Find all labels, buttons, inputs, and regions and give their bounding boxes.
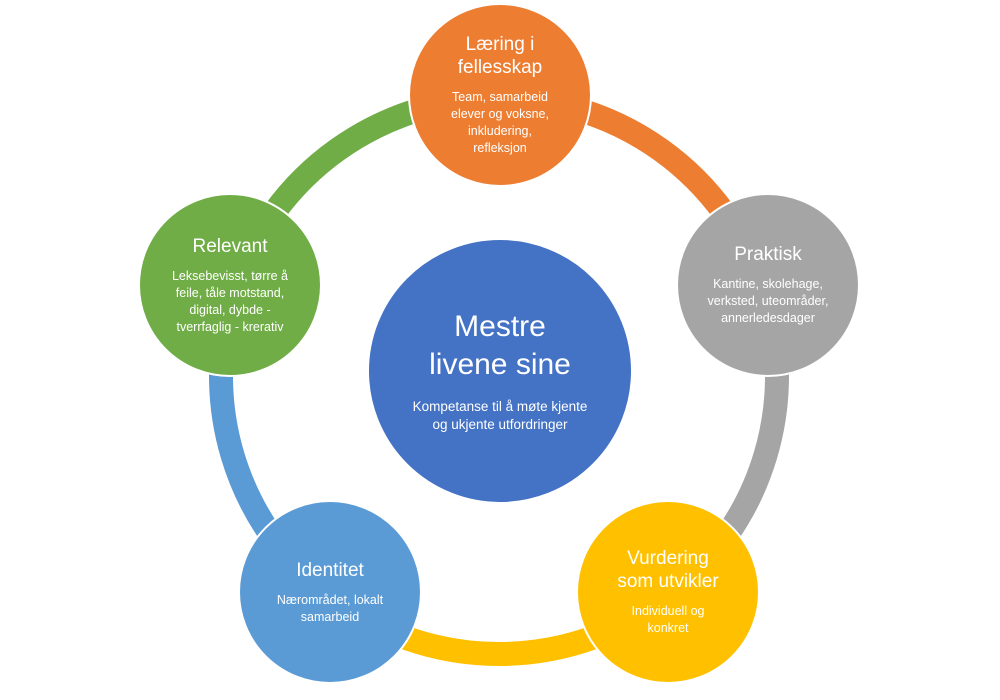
node-desc-line: Individuell og xyxy=(631,604,705,618)
center-desc-line1: Kompetanse til å møte kjente xyxy=(412,399,588,414)
node-desc-line: Kantine, skolehage, xyxy=(713,277,823,291)
node-desc-line: digital, dybde - xyxy=(189,302,271,317)
node-desc-line: tverrfaglig - krerativ xyxy=(176,319,284,334)
node-title-line2: som utvikler xyxy=(617,571,719,592)
node-desc-line: Leksebevisst, tørre å xyxy=(171,268,288,283)
node-title-line1: Læring i xyxy=(465,34,535,55)
node-desc-line: inkludering, xyxy=(468,124,532,138)
node-desc-line: Nærområdet, lokalt xyxy=(276,592,384,607)
node-desc-line: feile, tåle motstand, xyxy=(175,285,285,300)
node-desc-line: annerledesdager xyxy=(721,311,815,325)
node-title-line2: fellesskap xyxy=(457,57,543,78)
node-title-line1: Vurdering xyxy=(627,548,709,569)
node-desc-line: samarbeid xyxy=(300,609,360,624)
node-title-line1: Relevant xyxy=(192,235,268,257)
node-desc-line: konkret xyxy=(647,621,689,635)
node-desc-line: Team, samarbeid xyxy=(452,90,548,104)
node-desc-line: refleksjon xyxy=(473,141,527,155)
node-title-line1: Praktisk xyxy=(734,244,802,265)
center-title-line1: Mestre xyxy=(454,310,546,343)
node-title-line1: Identitet xyxy=(296,559,364,581)
center-desc-line2: og ukjente utfordringer xyxy=(432,417,568,432)
node-desc-line: elever og voksne, xyxy=(451,107,549,121)
center-title-line2: livene sine xyxy=(429,348,571,381)
center-circle: Mestre livene sine Kompetanse til å møte … xyxy=(367,238,633,504)
node-desc-line: verksted, uteområder, xyxy=(707,294,829,308)
